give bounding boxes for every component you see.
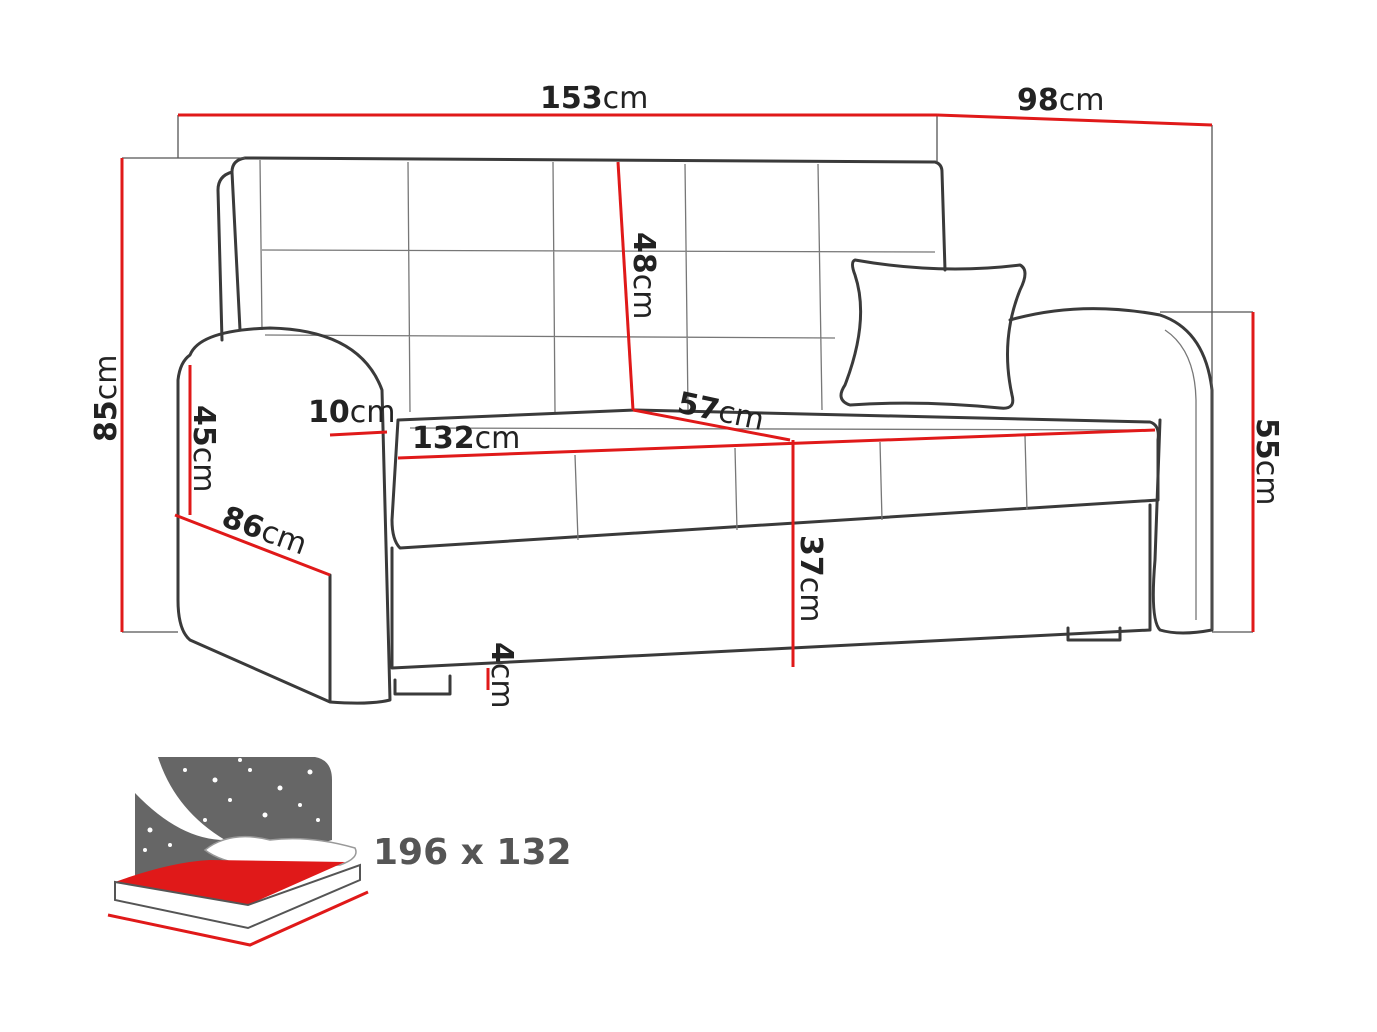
label-seat-width: 132cm bbox=[412, 421, 520, 456]
label-seat-height: 37cm bbox=[793, 535, 828, 622]
sofa-drawing bbox=[176, 156, 1214, 705]
pillow bbox=[839, 258, 1027, 410]
left-armrest bbox=[176, 326, 392, 705]
seat-cushion bbox=[390, 408, 1160, 550]
backrest bbox=[216, 156, 947, 342]
line-86 bbox=[174, 513, 331, 577]
sleeping-area-size: 196 x 132 bbox=[373, 832, 572, 873]
right-armrest bbox=[1008, 307, 1214, 635]
label-leg-height: 4cm bbox=[484, 642, 519, 709]
stars bbox=[143, 758, 320, 852]
right-armrest-seam bbox=[1164, 329, 1197, 620]
label-armrest-width: 10cm bbox=[308, 395, 395, 430]
bed-with-stars-icon bbox=[107, 757, 369, 947]
size-arrow bbox=[107, 890, 369, 947]
label-armrest-depth: 86cm bbox=[217, 500, 311, 563]
label-total-height: 85cm bbox=[89, 355, 124, 442]
label-armrest-inner-height: 45cm bbox=[186, 405, 221, 492]
label-seat-depth: 57cm bbox=[674, 386, 767, 438]
mattress-top bbox=[115, 860, 345, 905]
line-48 bbox=[616, 161, 635, 411]
mattress-side bbox=[114, 863, 361, 930]
label-depth: 98cm bbox=[1017, 83, 1104, 118]
label-backrest-height: 48cm bbox=[626, 232, 661, 319]
line-98 bbox=[936, 113, 1213, 127]
line-57 bbox=[632, 408, 791, 442]
seat-seams bbox=[409, 427, 1151, 541]
extension-guides bbox=[122, 115, 1253, 633]
sofa-base bbox=[390, 503, 1152, 670]
sofa-leg bbox=[393, 626, 1122, 696]
label-total-width: 153cm bbox=[540, 81, 648, 116]
line-132 bbox=[397, 428, 1156, 460]
line-10 bbox=[329, 430, 388, 437]
dimension-lines bbox=[120, 113, 1255, 690]
label-armrest-height: 55cm bbox=[1249, 418, 1284, 505]
backrest-seams bbox=[259, 159, 936, 413]
